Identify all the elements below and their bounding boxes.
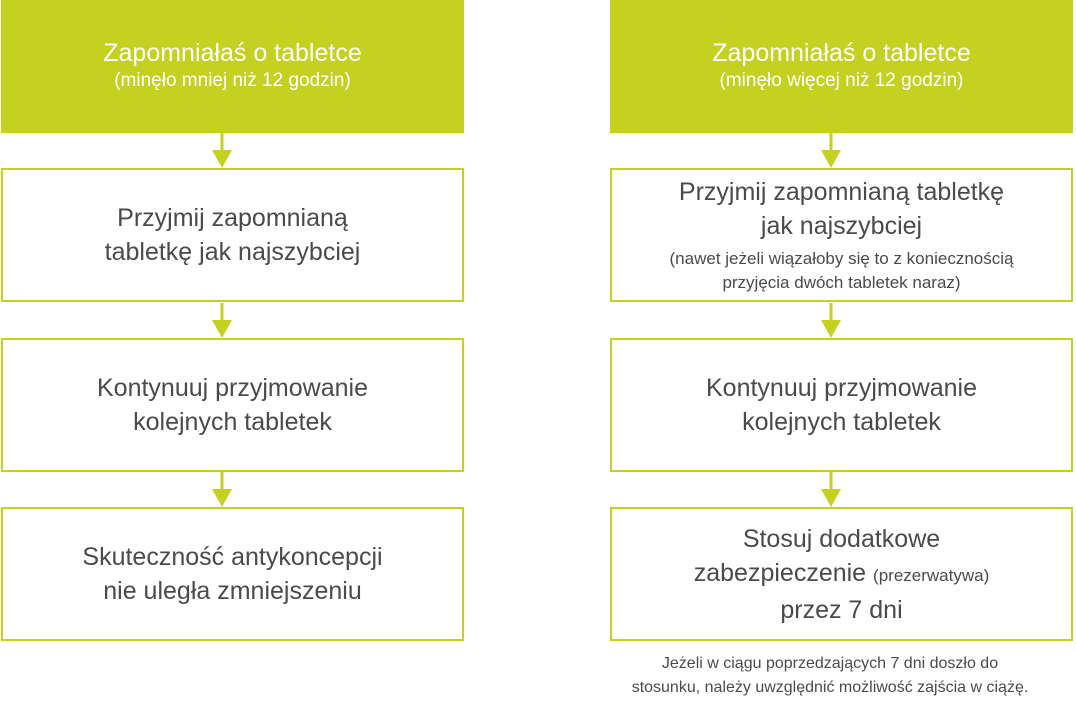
right-step-2-line-1: Kontynuuj przyjmowanie — [706, 374, 977, 402]
left-step-3: Skuteczność antykoncepcji nie uległa zmn… — [1, 507, 464, 641]
footnote-line-2: stosunku, należy uwzględnić możliwość za… — [631, 679, 1029, 696]
header-right-subtitle: (minęło więcej niż 12 godzin) — [719, 70, 964, 91]
arrow-down-icon — [212, 303, 232, 338]
right-step-3-line-2: zabezpieczenie (prezerwatywa) — [694, 556, 990, 593]
footnote: Jeżeli w ciągu poprzedzających 7 dni dos… — [586, 652, 1074, 700]
left-step-1-line-2: tabletkę jak najszybciej — [104, 238, 361, 266]
left-step-1: Przyjmij zapomnianą tabletkę jak najszyb… — [1, 168, 464, 302]
right-step-3-line-3: przez 7 dni — [780, 595, 903, 624]
right-step-2: Kontynuuj przyjmowanie kolejnych tablete… — [610, 338, 1073, 472]
right-step-1-line-1: Przyjmij zapomnianą tabletkę — [678, 178, 1005, 206]
right-step-3-line-2-text: zabezpieczenie — [693, 558, 867, 587]
right-step-1-line-2: jak najszybciej — [760, 212, 923, 240]
left-step-2-line-2: kolejnych tabletek — [133, 408, 332, 436]
right-step-1-note-2: przyjęcia dwóch tabletek naraz) — [722, 273, 961, 292]
header-left-subtitle: (minęło mniej niż 12 godzin) — [114, 70, 351, 91]
header-left-title: Zapomniałaś o tabletce — [103, 39, 362, 67]
right-step-3-line-1: Stosuj dodatkowe — [742, 524, 941, 553]
left-step-3-line-1: Skuteczność antykoncepcji — [82, 543, 383, 571]
right-step-1-note-1: (nawet jeżeli wiązałoby się to z koniecz… — [669, 249, 1014, 268]
left-step-3-line-2: nie uległa zmniejszeniu — [103, 577, 362, 605]
left-step-2-line-1: Kontynuuj przyjmowanie — [97, 374, 368, 402]
arrow-down-icon — [212, 472, 232, 507]
right-step-2-line-2: kolejnych tabletek — [742, 408, 941, 436]
arrow-down-icon — [212, 133, 232, 168]
right-step-3-line-2-note: (prezerwatywa) — [873, 565, 990, 585]
left-step-2: Kontynuuj przyjmowanie kolejnych tablete… — [1, 338, 464, 472]
arrow-down-icon — [821, 133, 841, 168]
arrow-down-icon — [821, 472, 841, 507]
arrow-down-icon — [821, 303, 841, 338]
right-step-1: Przyjmij zapomnianą tabletkę jak najszyb… — [610, 168, 1073, 302]
header-left: Zapomniałaś o tabletce (minęło mniej niż… — [1, 0, 464, 133]
left-step-1-line-1: Przyjmij zapomnianą — [117, 204, 348, 232]
footnote-line-1: Jeżeli w ciągu poprzedzających 7 dni dos… — [661, 655, 999, 672]
right-step-3: Stosuj dodatkowe zabezpieczenie (prezerw… — [610, 507, 1073, 641]
header-right-title: Zapomniałaś o tabletce — [712, 39, 971, 67]
header-right: Zapomniałaś o tabletce (minęło więcej ni… — [610, 0, 1073, 133]
